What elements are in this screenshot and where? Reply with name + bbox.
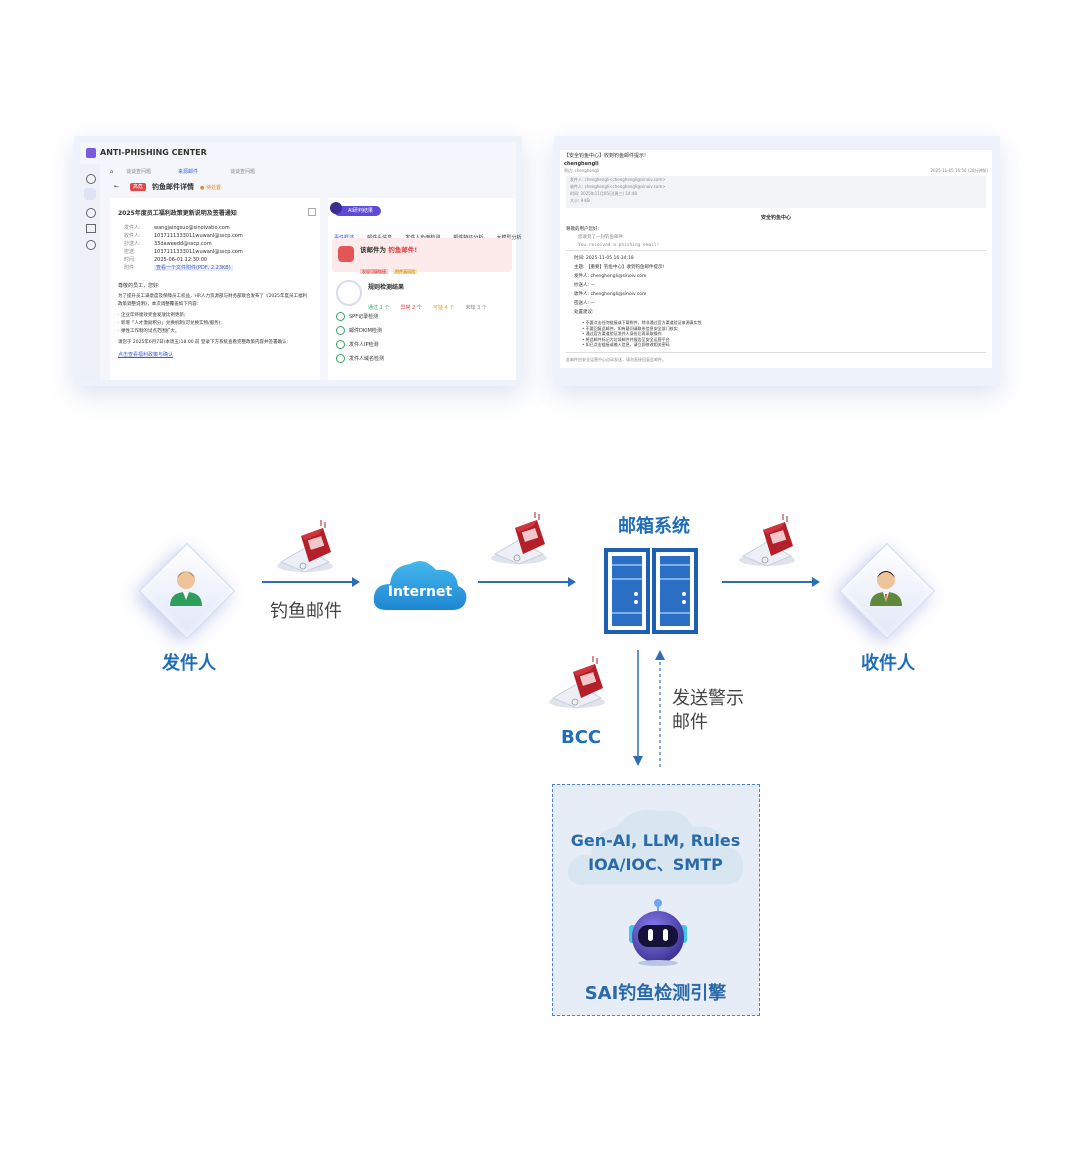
bcc-envelope-icon <box>548 656 606 709</box>
tab-3[interactable]: 谈谈查问题 <box>230 169 256 175</box>
footer-note: 此邮件由安全运营中心自动发送，请勿直接回复此邮件。 <box>566 357 666 362</box>
tab-1[interactable]: 谈谈查问题 <box>126 169 152 175</box>
receiver-avatar-icon <box>870 571 902 606</box>
check-list: SPF记录检测 邮件DKIM检测 发件人IP检测 发件人域名检测 <box>336 312 384 363</box>
logo-icon <box>86 148 96 158</box>
send-alert-line1: 发送警示 <box>672 688 744 709</box>
sender-sub: 到达: chenghengli <box>564 168 600 173</box>
vertical-arrows <box>633 650 665 768</box>
center-title: 安全钓鱼中心 <box>760 215 791 221</box>
app-title: ANTI-PHISHING CENTER <box>100 148 207 157</box>
internet-cloud-icon <box>373 561 467 610</box>
phishing-envelope-icon-2 <box>490 512 548 565</box>
rules-gauge-icon <box>336 280 362 306</box>
alert-line-cn: 您收到了一封钓鱼邮件: <box>578 235 625 240</box>
receiver-label: 收件人 <box>861 653 915 674</box>
rules-title: 规则检测结果 <box>368 284 405 291</box>
left-rail <box>80 164 100 380</box>
meta-box: 发件人: chenghengli<chenghengli@sinoiv.com>… <box>566 176 986 208</box>
target-icon[interactable] <box>86 240 96 250</box>
verdict-tag-1: 发现可疑链接 <box>360 269 388 274</box>
sender-avatar-icon <box>170 571 202 606</box>
ai-result-pill[interactable]: AI研判结果 <box>334 206 381 216</box>
header-time: 2025-11-05 16:56 (20分钟前) <box>930 168 988 173</box>
mail-panel: 2025年度员工福利政策更新说明及签署通知 发件人:wangjaingsuo@s… <box>110 198 320 380</box>
download-icon[interactable] <box>308 208 316 216</box>
status-badge: ● 待处置 <box>200 185 221 191</box>
page-title: 钓鱼邮件详情 <box>152 183 194 191</box>
sender-short: chenghengli <box>564 161 599 167</box>
calendar-icon[interactable] <box>86 224 96 233</box>
verdict-tag-2: 附件高风险 <box>393 269 418 274</box>
email-window: 【安全钓鱼中心】收到钓鱼邮件提示! chenghengli 到达: chengh… <box>560 150 992 368</box>
arrow-mailsystem-receiver <box>722 577 820 587</box>
severity-badge: 高危 <box>130 183 147 191</box>
greeting: 尊敬的用户您好: <box>566 227 600 232</box>
alert-line-en: You received a phishing email! <box>578 243 660 248</box>
globe-icon[interactable] <box>86 208 96 218</box>
robot-icon <box>629 899 687 966</box>
engine-tech-line1: Gen-AI, LLM, Rules <box>570 831 741 850</box>
engine-tech-line2: IOA/IOC、SMTP <box>588 855 723 874</box>
phishing-envelope-icon-3 <box>738 514 796 567</box>
verdict-prefix: 该邮件为 <box>360 246 386 254</box>
info-rows: 时间: 2025-11-05 16:34:18 主题: 【重要】钓鱼中心】收到钓… <box>574 256 665 315</box>
advice-list: • 不要点击任何链接或下载附件，除非通过官方渠道验证来源真实性 • 不要回复此邮… <box>582 320 702 347</box>
analysis-panel: AI研判结果 事件概述 邮件头信息 发件人负面检测 邮件特征分析 大模型分析 该… <box>328 198 521 380</box>
arrow-internet-mailsystem <box>478 577 576 587</box>
arrow-sender-internet <box>262 577 360 587</box>
robot-icon <box>330 202 342 214</box>
sender-label: 发件人 <box>162 653 216 674</box>
mail-fields: 发件人:wangjaingsuo@sinoivatio.com 收件人:1037… <box>124 225 243 271</box>
anti-phishing-screenshot: ANTI-PHISHING CENTER ⌂ 谈谈查问题 来源邮件 谈谈查问题 … <box>74 136 522 386</box>
verdict-card: 该邮件为 钓鱼邮件! 发现可疑链接 附件高风险 <box>332 238 512 274</box>
verdict-value: 钓鱼邮件! <box>388 246 418 254</box>
engine-cloud-bg <box>568 809 744 885</box>
rule-stats: 通过 1 个 异常 2 个 可疑 4 个 未知 3 个 <box>368 305 487 311</box>
tab-2[interactable]: 来源邮件 <box>178 169 199 175</box>
alarm-icon <box>338 246 354 262</box>
mail-server-icon <box>604 548 698 634</box>
bcc-label: BCC <box>561 727 602 748</box>
alert-email-screenshot: 【安全钓鱼中心】收到钓鱼邮件提示! chenghengli 到达: chengh… <box>554 136 1000 386</box>
policy-link[interactable]: 点击查看福利政策与确认 <box>118 352 174 358</box>
home-icon[interactable]: ⌂ <box>110 169 114 175</box>
mail-subject: 2025年度员工福利政策更新说明及签署通知 <box>118 210 237 217</box>
phishing-envelope-icon <box>276 520 334 573</box>
app-window: ANTI-PHISHING CENTER ⌂ 谈谈查问题 来源邮件 谈谈查问题 … <box>80 142 521 380</box>
engine-name: SAI钓鱼检测引擎 <box>584 983 727 1004</box>
send-alert-line2: 邮件 <box>672 712 708 733</box>
window-title: 【安全钓鱼中心】收到钓鱼邮件提示! <box>564 153 647 159</box>
back-icon[interactable]: ← <box>114 183 120 190</box>
engine-box: Gen-AI, LLM, Rules IOA/IOC、SMTP SAI钓鱼检测引… <box>552 784 760 1016</box>
mail-nav-icon[interactable] <box>84 188 96 200</box>
settings-icon[interactable] <box>86 174 96 184</box>
phishing-mail-label: 钓鱼邮件 <box>270 601 342 622</box>
internet-label: Internet <box>387 584 453 600</box>
mail-body: 尊敬的员工，您好: 为了提升员工满意度及保障员工权益，HR人力资源部与财务部联合… <box>118 282 314 359</box>
mail-system-label: 邮箱系统 <box>618 516 690 537</box>
divider <box>566 250 986 251</box>
